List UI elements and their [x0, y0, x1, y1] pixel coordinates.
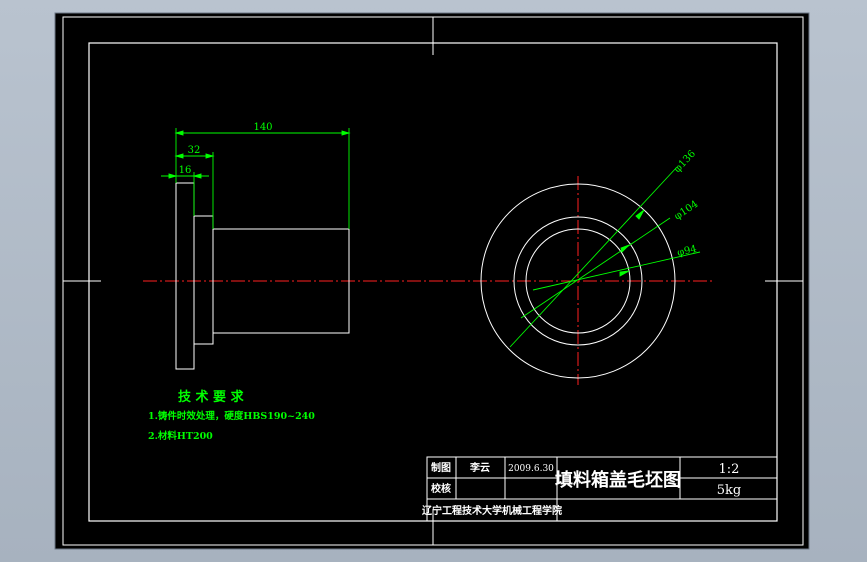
tb-scale: 1:2	[719, 462, 740, 477]
tech-req-line1: 1.铸件时效处理，硬度HBS190~240	[148, 410, 315, 422]
tb-drawn-label: 制图	[431, 461, 451, 474]
tb-date: 2009.6.30	[508, 464, 554, 474]
dim-length-flange-step: 32	[188, 145, 201, 156]
mid-circle	[513, 216, 643, 346]
diameter-leaders	[509, 166, 701, 348]
tb-drawing-title: 填料箱盖毛坯图	[555, 469, 681, 491]
dim-length-total: 140	[253, 122, 272, 133]
tb-institution: 辽宁工程技术大学机械工程学院	[422, 504, 562, 517]
outer-circle	[480, 183, 676, 379]
tb-drawn-by: 李云	[469, 461, 490, 474]
tb-checked-label: 校核	[431, 482, 451, 495]
side-dimensions	[161, 128, 351, 229]
dim-dia-inner: φ94	[676, 244, 698, 259]
body-outline	[212, 228, 350, 334]
tech-req-line2: 2.材料HT200	[148, 430, 213, 442]
title-block	[426, 456, 778, 522]
front-view	[480, 183, 676, 379]
inner-circle	[525, 228, 631, 334]
tb-weight: 5kg	[717, 483, 741, 498]
dim-length-flange: 16	[179, 165, 192, 176]
side-view	[175, 182, 350, 370]
tech-req-title: 技 术 要 求	[178, 389, 245, 405]
